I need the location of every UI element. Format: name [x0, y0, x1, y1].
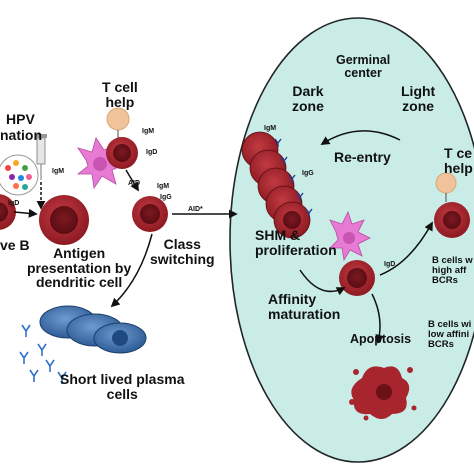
naive-b-cell — [0, 194, 16, 230]
aid-tag: AID — [128, 180, 141, 187]
syringe-icon — [35, 134, 47, 180]
shm-label: SHM & proliferation — [255, 227, 337, 258]
igm-tag-dark: IgM — [264, 125, 277, 132]
t-cell-right — [435, 172, 457, 202]
igm-tag-dendritic: IgM — [52, 168, 65, 175]
dark-zone-antibodies — [274, 138, 313, 217]
naive-b-label: ve B — [0, 237, 30, 253]
apoptotic-cell — [349, 366, 417, 421]
class-switching-label: Class switching — [150, 236, 215, 267]
t-cell-help-right-label: T ce help — [444, 145, 473, 176]
igm-tag-left: IgM — [142, 128, 155, 135]
antigen-b-cell — [39, 195, 89, 245]
affinity-label: Affinity maturation — [268, 291, 341, 322]
antigen-presentation-label: Antigen presentation by dendritic cell — [27, 245, 132, 291]
hpv-label: HPV — [6, 111, 35, 127]
vaccine-particles-icon — [0, 154, 39, 196]
igg-tag-switch: IgG — [160, 194, 172, 201]
high-affinity-label: B cells w high aff BCRs — [432, 255, 473, 286]
dendritic-cell-gc — [329, 210, 371, 262]
short-lived-label: Short lived plasma cells — [60, 371, 185, 402]
igd-tag-gc: IgD — [384, 261, 396, 268]
helper-b-cell — [106, 137, 138, 169]
class-switching-b-cell — [132, 196, 168, 232]
re-entry-label: Re-entry — [334, 149, 391, 165]
igd-tag-left: IgD — [146, 149, 158, 156]
igm-tag-switch: IgM — [157, 183, 170, 190]
plasma-cells — [39, 305, 147, 354]
low-affinity-label: B cells wi low affini BCRs — [428, 319, 472, 350]
free-antibodies — [19, 324, 67, 384]
germinal-center-label: Germinal center — [336, 53, 391, 81]
process-arrows — [13, 130, 433, 344]
t-cell-left — [106, 107, 130, 138]
aid-star-tag: AID* — [188, 206, 203, 213]
apoptosis-label: Apoptosis — [350, 332, 412, 346]
t-cell-help-left-label: T cell help — [102, 79, 138, 110]
igd-tag-naive: IgD — [8, 200, 20, 207]
igg-tag-dark: IgG — [302, 170, 314, 177]
vaccination-label: nation — [0, 127, 42, 143]
dark-zone-b-cells — [241, 131, 311, 239]
selection-b-cell — [339, 260, 375, 296]
high-affinity-b-cell — [434, 202, 470, 238]
dark-zone-label: Dark zone — [292, 83, 324, 114]
light-zone-label: Light zone — [401, 83, 436, 114]
